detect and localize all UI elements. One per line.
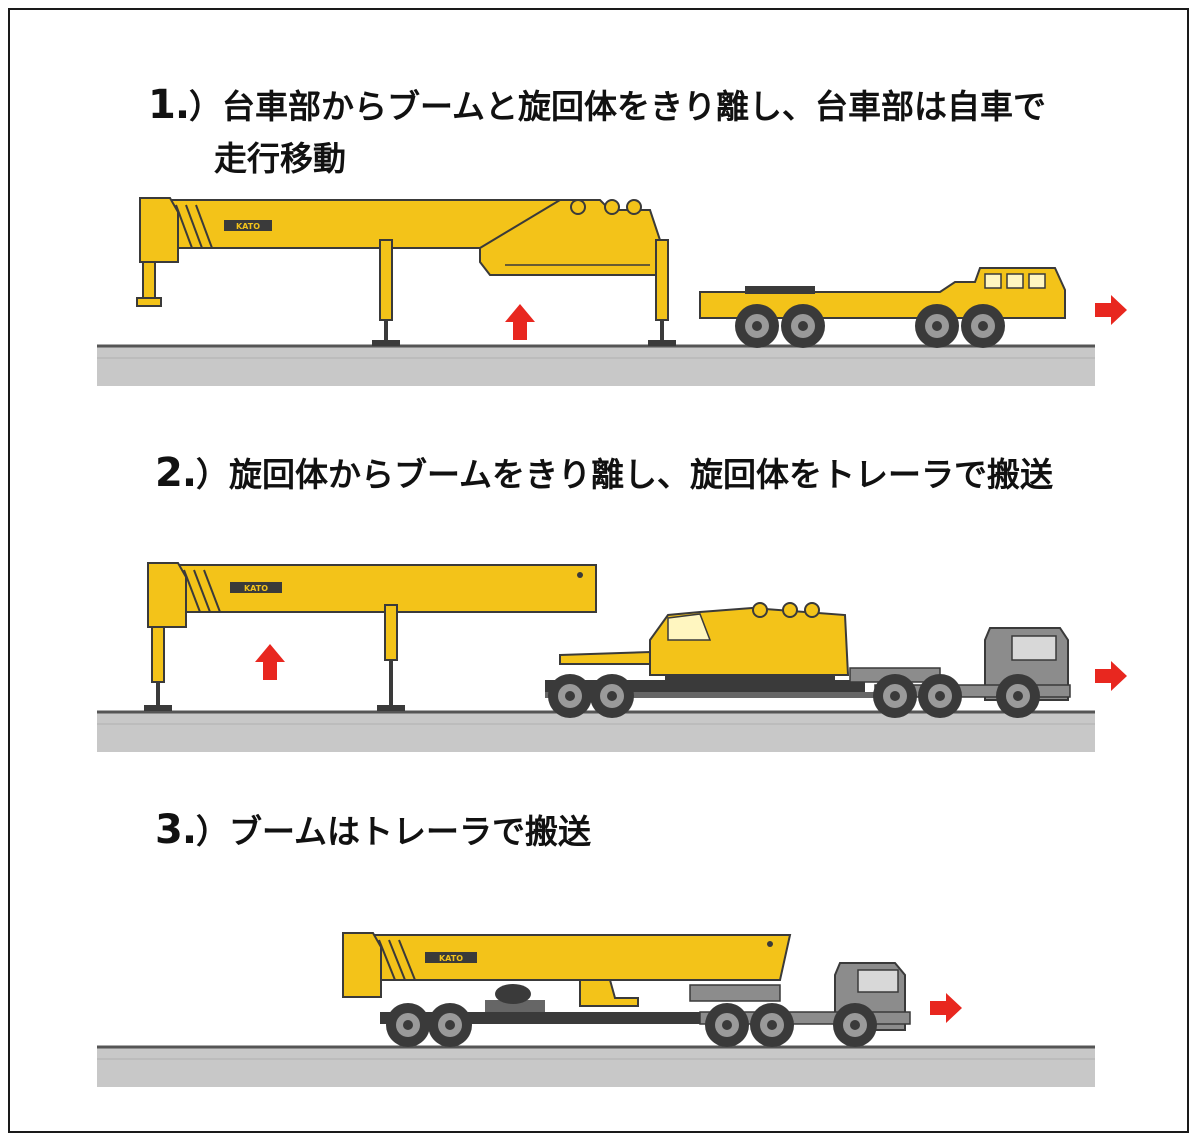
kato-logo-3: KATO [439,954,463,963]
step-2-number: 2. [155,450,197,496]
upper-structure-on-trailer-2 [545,602,875,718]
step-1-text-line2: 走行移動 [214,139,346,178]
carrier-chassis-1 [699,267,1066,348]
ground-2 [97,710,1095,752]
ground-1 [97,344,1095,386]
lift-arrow-1 [505,304,535,340]
move-arrow-1 [1095,295,1127,325]
move-arrow-3 [930,993,962,1023]
step-1-caption: 1.）台車部からブームと旋回体をきり離し、台車部は自車で 走行移動 [148,80,1046,180]
step-2-caption: 2.）旋回体からブームをきり離し、旋回体をトレーラで搬送 [155,448,1053,496]
tractor-truck-2 [849,627,1071,718]
step-3-number: 3. [155,807,197,853]
boom-on-trailer-3: KATO [342,932,830,1047]
step-2-text: ）旋回体からブームをきり離し、旋回体をトレーラで搬送 [196,455,1054,494]
step-3-text: ）ブームはトレーラで搬送 [196,812,592,851]
lift-arrow-2 [255,644,285,680]
ground-3 [97,1045,1095,1087]
boom-and-upper-structure-1: KATO [136,197,676,346]
step-1-number: 1. [148,82,190,128]
kato-logo-1: KATO [236,222,260,231]
boom-on-stands-2: KATO [144,562,597,711]
tractor-truck-3 [689,962,911,1047]
kato-logo-2: KATO [244,584,268,593]
move-arrow-2 [1095,661,1127,691]
step-3-caption: 3.）ブームはトレーラで搬送 [155,805,591,853]
step-1-text: ）台車部からブームと旋回体をきり離し、台車部は自車で [189,87,1047,126]
